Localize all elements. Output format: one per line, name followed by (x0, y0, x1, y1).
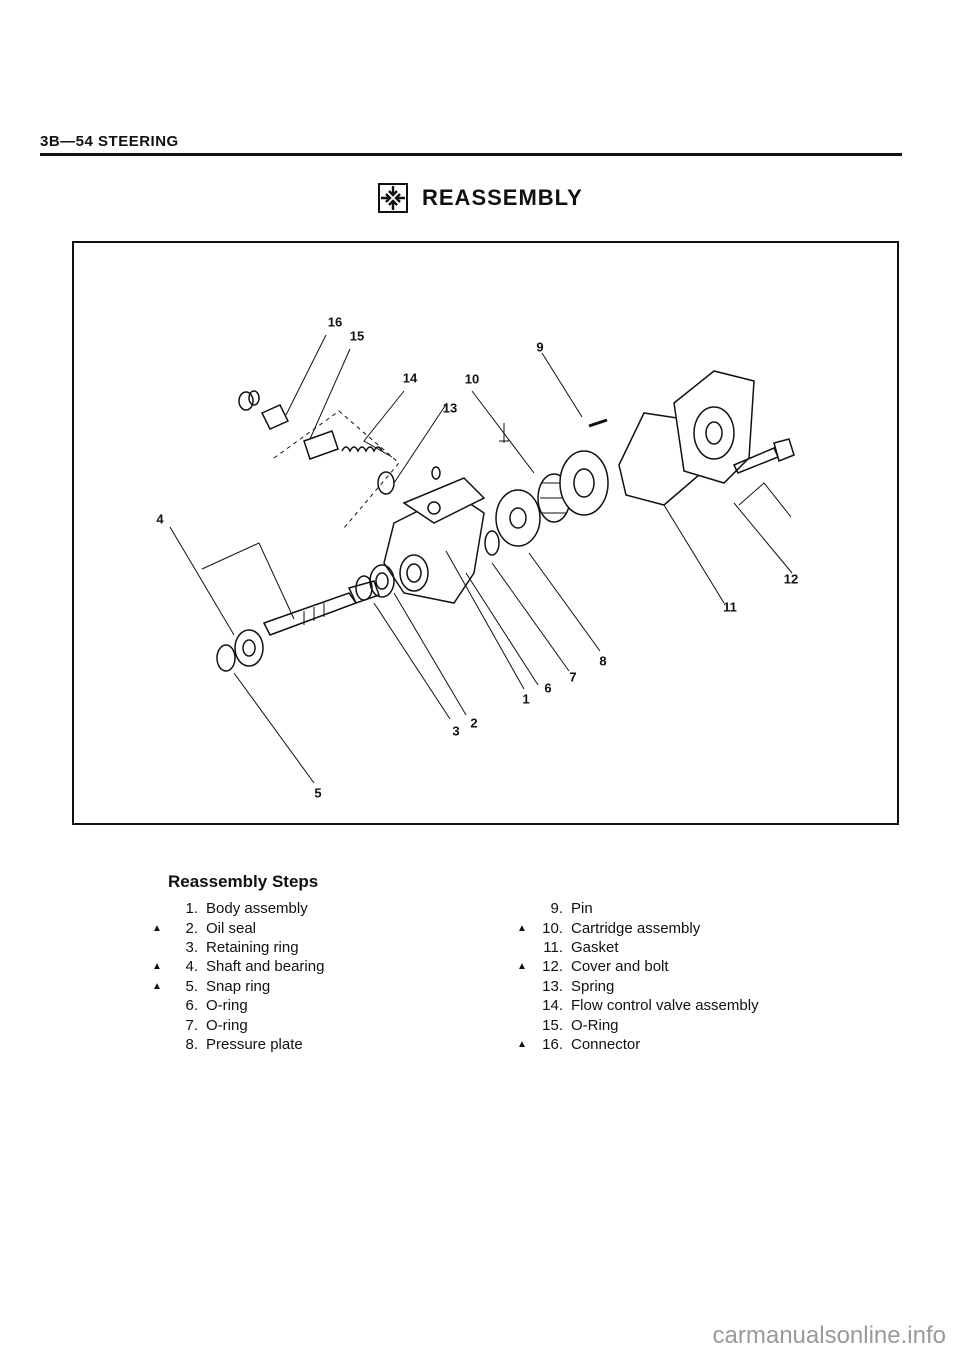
callout-3: 3 (452, 723, 460, 739)
step-item: 3. Retaining ring (150, 938, 324, 957)
watermark: carmanualsonline.info (712, 1322, 946, 1349)
spring (341, 446, 383, 453)
callout-13: 13 (442, 400, 458, 416)
step-item: ▲ 16. Connector (515, 1035, 759, 1054)
step-item: 9. Pin (515, 899, 759, 918)
step-label: Shaft and bearing (206, 958, 325, 976)
step-label: Pin (571, 900, 593, 918)
snap-ring (216, 644, 236, 672)
step-number: 1. (185, 900, 198, 918)
step-number: 16. (542, 1035, 563, 1053)
step-label: Spring (571, 977, 615, 995)
step-label: Pressure plate (206, 1035, 303, 1053)
callout-10: 10 (464, 371, 480, 387)
step-item: 14. Flow control valve assembly (515, 996, 759, 1015)
step-label: O-Ring (571, 1016, 619, 1034)
step-item: ▲ 12. Cover and bolt (515, 957, 759, 976)
pin (588, 418, 608, 428)
step-item: 1. Body assembly (150, 899, 324, 918)
callout-16: 16 (327, 314, 343, 330)
step-label: Retaining ring (206, 938, 299, 956)
step-item: ▲ 4. Shaft and bearing (150, 957, 324, 976)
callout-14: 14 (402, 370, 418, 386)
page-header: 3B—54 STEERING (40, 133, 179, 150)
reassembly-arrows-icon (378, 183, 408, 213)
important-marker: ▲ (517, 961, 527, 973)
step-number: 10. (542, 919, 563, 937)
step-number: 12. (542, 958, 563, 976)
step-number: 15. (542, 1016, 563, 1034)
callout-6: 6 (544, 680, 552, 696)
step-item: ▲ 2. Oil seal (150, 918, 324, 937)
step-label: Body assembly (206, 900, 308, 918)
step-item: 8. Pressure plate (150, 1035, 324, 1054)
step-label: O-ring (206, 1016, 248, 1034)
retaining-ring (355, 575, 373, 601)
exploded-view-drawing (169, 334, 795, 784)
steps-list-left: 1. Body assembly ▲ 2. Oil seal 3. Retaining ri… (150, 899, 324, 1054)
header-rule (40, 153, 902, 156)
step-number: 11. (543, 938, 563, 956)
step-number: 9. (550, 900, 563, 918)
step-number: 2. (185, 919, 198, 937)
step-number: 5. (185, 977, 198, 995)
bearing (234, 629, 264, 667)
step-item: ▲ 10. Cartridge assembly (515, 918, 759, 937)
exploded-view-figure: 16 15 14 13 10 9 4 12 11 8 7 6 1 2 3 5 (72, 241, 899, 825)
important-marker: ▲ (517, 1038, 527, 1050)
section-title: REASSEMBLY (378, 183, 583, 213)
step-number: 4. (185, 958, 198, 976)
step-number: 14. (542, 997, 563, 1015)
step-label: Snap ring (206, 977, 271, 995)
shaft (262, 592, 358, 636)
step-label: Oil seal (206, 919, 257, 937)
step-label: Cartridge assembly (571, 919, 701, 937)
step-number: 13. (542, 977, 563, 995)
step-number: 3. (185, 938, 198, 956)
callout-9: 9 (536, 339, 544, 355)
section-title-text: REASSEMBLY (422, 185, 583, 210)
step-number: 6. (185, 997, 198, 1015)
steps-list-right: 9. Pin ▲ 10. Cartridge assembly 11. Gasket ▲ 12.… (515, 899, 759, 1054)
step-label: Gasket (571, 938, 619, 956)
step-item: 15. O-Ring (515, 1015, 759, 1034)
important-marker: ▲ (517, 922, 527, 934)
step-item: 13. Spring (515, 977, 759, 996)
step-number: 8. (185, 1035, 198, 1053)
important-marker: ▲ (152, 961, 162, 973)
callout-15: 15 (349, 328, 365, 344)
step-label: Cover and bolt (571, 958, 669, 976)
callout-8: 8 (599, 653, 607, 669)
callout-11: 11 (723, 599, 737, 615)
step-item: 7. O-ring (150, 1015, 324, 1034)
step-label: Connector (571, 1035, 641, 1053)
callout-7: 7 (569, 669, 577, 685)
important-marker: ▲ (152, 922, 162, 934)
callout-4: 4 (156, 511, 164, 527)
step-label: O-ring (206, 997, 248, 1015)
step-item: 6. O-ring (150, 996, 324, 1015)
step-label: Flow control valve assembly (571, 997, 759, 1015)
callout-1: 1 (522, 691, 530, 707)
callout-5: 5 (314, 785, 322, 801)
step-item: 11. Gasket (515, 938, 759, 957)
step-item: ▲ 5. Snap ring (150, 977, 324, 996)
important-marker: ▲ (152, 980, 162, 992)
connector (260, 404, 290, 430)
pressure-plate (495, 489, 541, 547)
callout-2: 2 (470, 715, 478, 731)
valve (303, 430, 339, 460)
o-ring (484, 530, 500, 556)
callout-12: 12 (783, 571, 799, 587)
step-number: 7. (185, 1016, 198, 1034)
cover (673, 370, 755, 484)
steps-title: Reassembly Steps (168, 872, 319, 891)
